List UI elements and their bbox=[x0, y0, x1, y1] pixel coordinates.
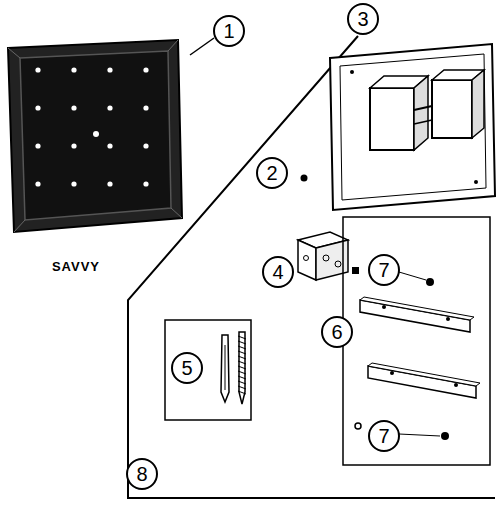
callout-number: 4 bbox=[262, 256, 294, 288]
callout-number: 6 bbox=[321, 316, 353, 348]
callout-number: 3 bbox=[347, 3, 379, 35]
callout-number: 8 bbox=[126, 458, 158, 490]
callout-number: 1 bbox=[213, 15, 245, 47]
product-name: SAVVY bbox=[52, 259, 100, 274]
callout-number: 7 bbox=[368, 254, 400, 286]
callout-number: 5 bbox=[171, 352, 203, 384]
callout-number: 7 bbox=[368, 420, 400, 452]
callout-number: 2 bbox=[256, 157, 288, 189]
